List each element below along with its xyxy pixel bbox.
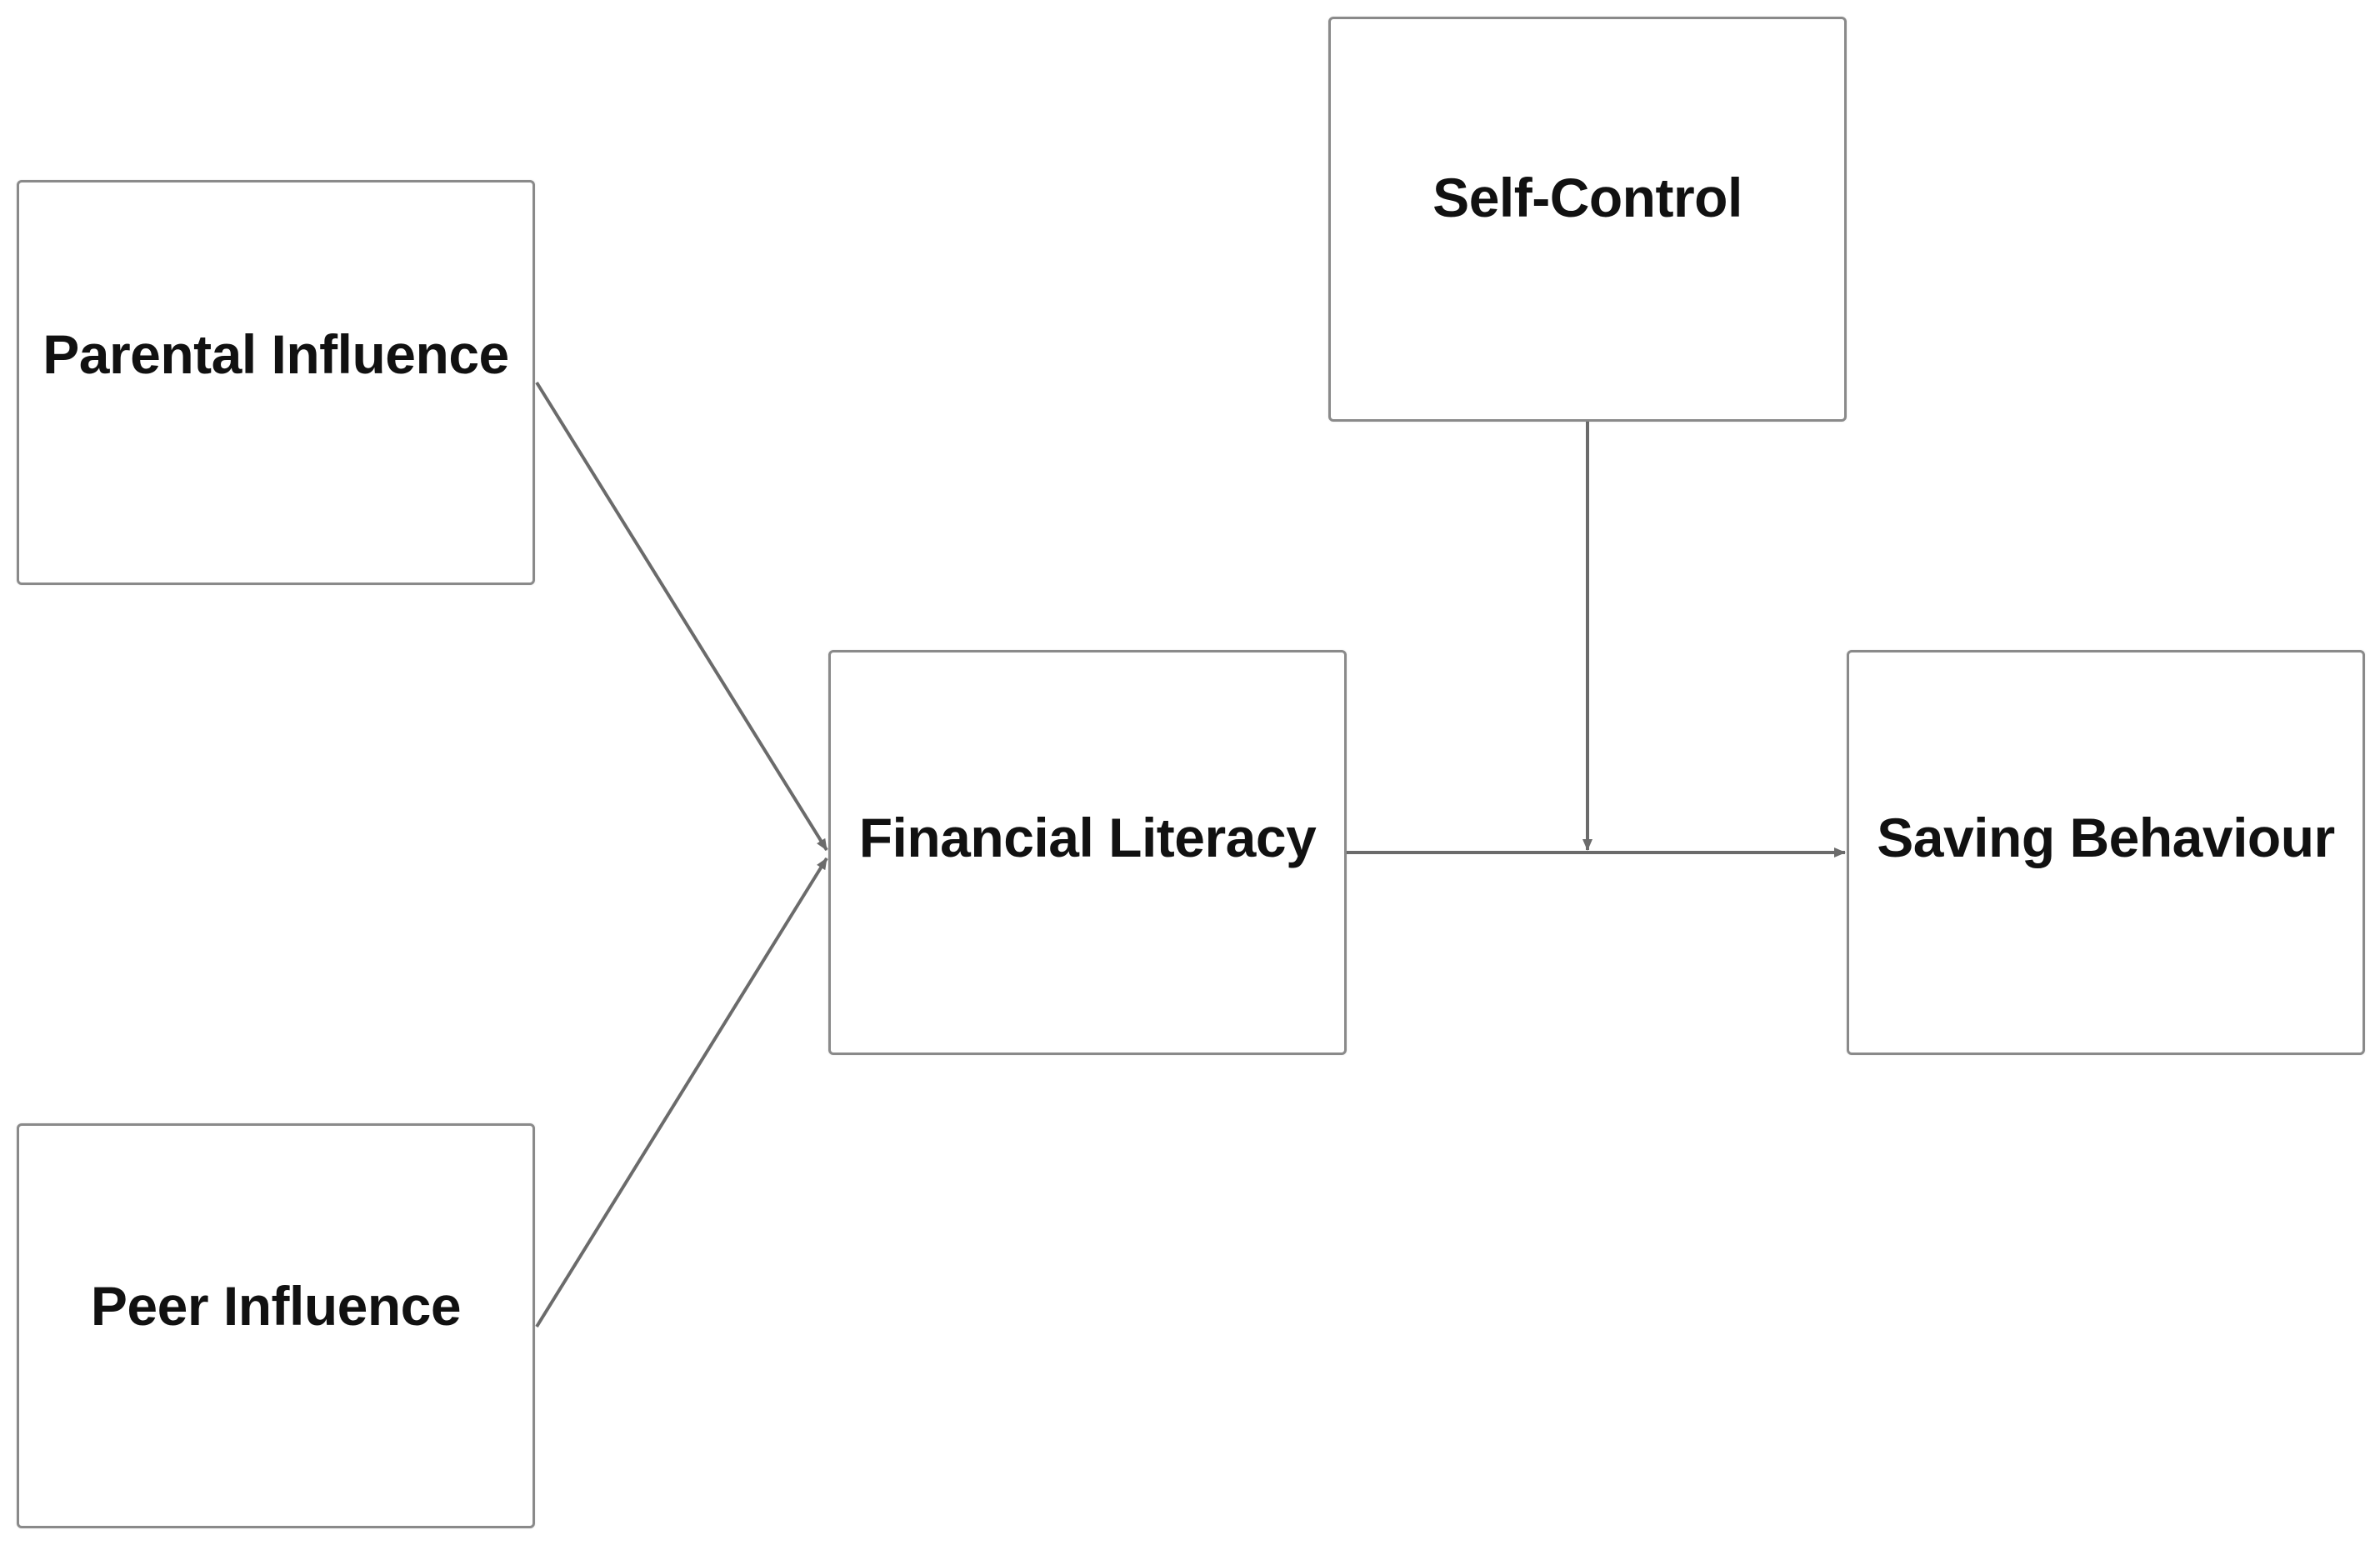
node-saving-behaviour: Saving Behaviour (1847, 650, 2365, 1055)
node-parental-influence: Parental Influence (17, 180, 535, 585)
arrow-peer-to-financial (535, 857, 828, 1328)
node-label-financial-literacy: Financial Literacy (858, 807, 1317, 868)
node-label-parental-influence: Parental Influence (42, 323, 509, 385)
node-label-peer-influence: Peer Influence (90, 1275, 462, 1337)
arrow-parental-to-financial (535, 381, 828, 852)
node-peer-influence: Peer Influence (17, 1123, 535, 1528)
node-self-control: Self-Control (1328, 17, 1847, 422)
node-label-saving-behaviour: Saving Behaviour (1877, 807, 2335, 868)
node-label-self-control: Self-Control (1432, 167, 1742, 228)
node-financial-literacy: Financial Literacy (828, 650, 1347, 1055)
